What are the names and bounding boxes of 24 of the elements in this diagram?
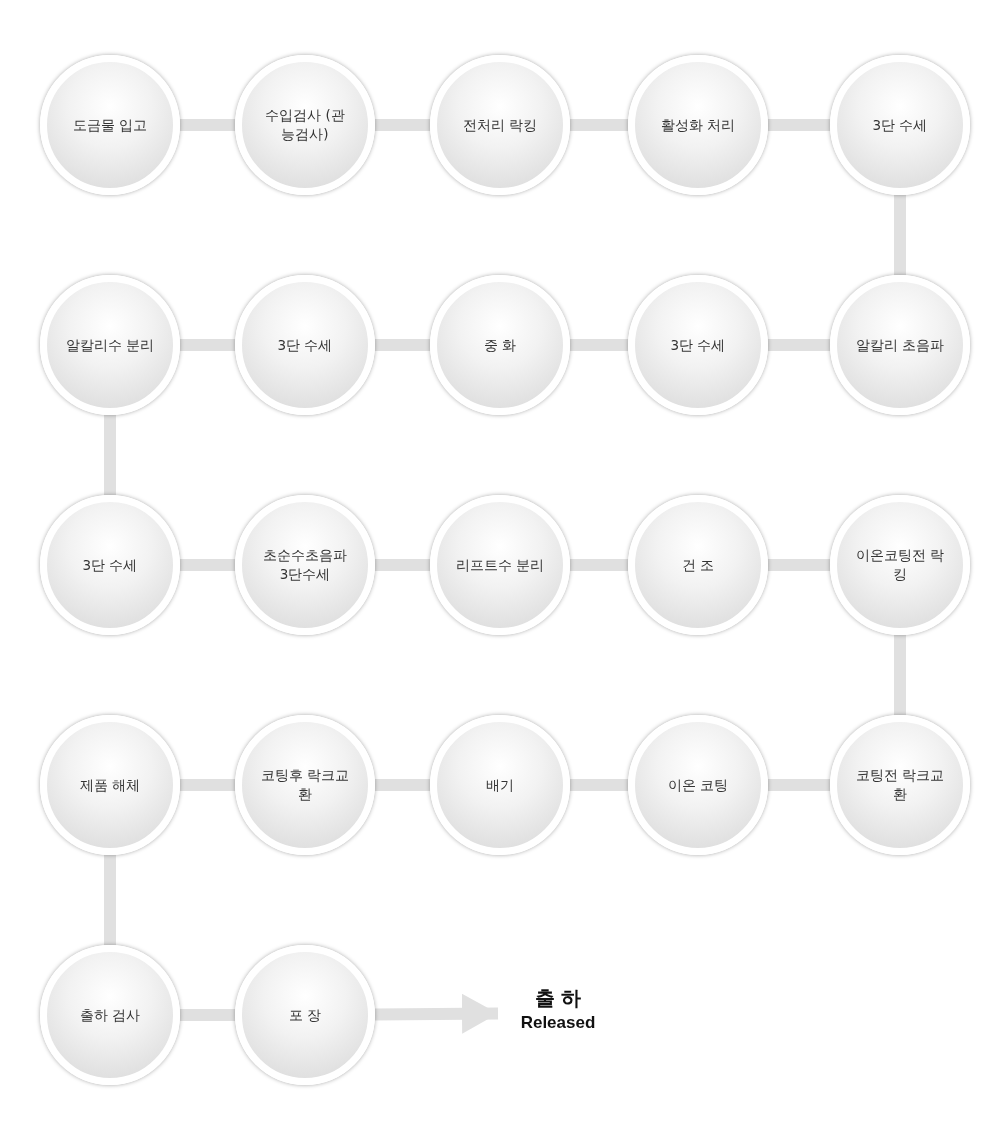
connector-line bbox=[375, 119, 430, 131]
connector-line bbox=[180, 559, 235, 571]
connector-line bbox=[104, 415, 116, 495]
end-sublabel: Released bbox=[519, 1012, 597, 1034]
connector-line bbox=[570, 559, 628, 571]
connector-line bbox=[180, 339, 235, 351]
end-label: 출 하 bbox=[533, 985, 583, 1011]
connector-line bbox=[104, 855, 116, 945]
connector-line bbox=[180, 779, 235, 791]
connector-line bbox=[375, 559, 430, 571]
connector-line bbox=[180, 1009, 235, 1021]
connector-line bbox=[375, 339, 430, 351]
connector-line bbox=[768, 779, 830, 791]
connector-line bbox=[570, 339, 628, 351]
connector-line bbox=[570, 119, 628, 131]
connector-line bbox=[180, 119, 235, 131]
connector-line bbox=[768, 559, 830, 571]
connector-line bbox=[570, 779, 628, 791]
connector-line bbox=[768, 339, 830, 351]
arrow bbox=[374, 993, 499, 1034]
connector-line bbox=[768, 119, 830, 131]
connector-line bbox=[894, 635, 906, 715]
connector-line bbox=[894, 195, 906, 275]
connector-line bbox=[375, 779, 430, 791]
